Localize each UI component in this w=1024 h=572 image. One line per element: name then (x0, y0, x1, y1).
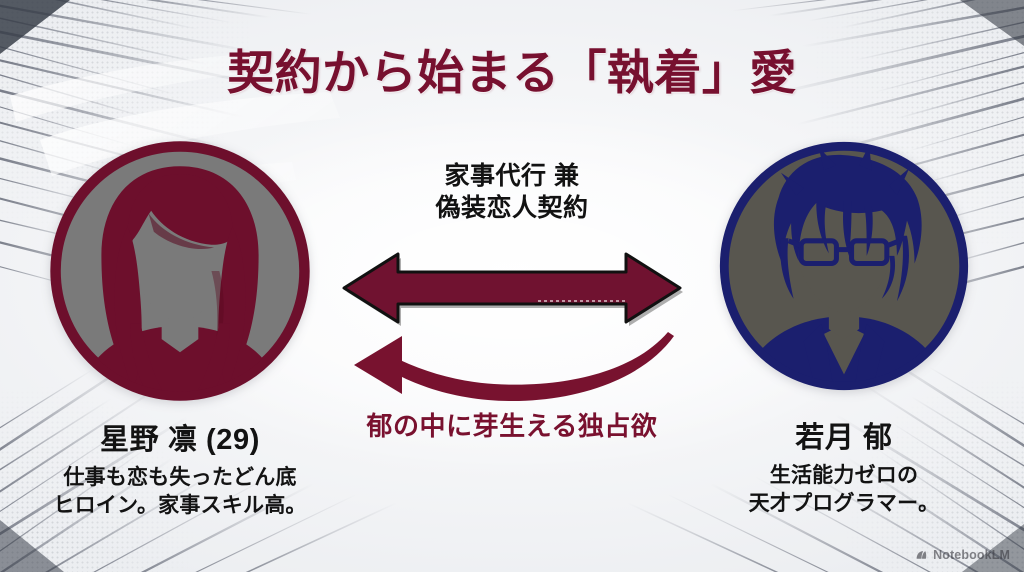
character-description-left: 仕事も恋も失ったどん底 ヒロイン。家事スキル高。 (20, 464, 340, 520)
character-description-right: 生活能力ゼロの 天才プログラマー。 (684, 462, 1004, 518)
character-name-left: 星野 凛 (29) (100, 424, 260, 456)
avatar-left (49, 140, 311, 402)
curved-arrow-left-icon (354, 332, 674, 402)
contract-label: 家事代行 兼 偽装恋人契約 (330, 160, 694, 224)
character-card-right: 若月 郁 生活能力ゼロの 天才プログラマー。 (684, 140, 1004, 518)
avatar-right (718, 140, 970, 392)
character-card-left: 星野 凛 (29) 仕事も恋も失ったどん底 ヒロイン。家事スキル高。 (20, 140, 340, 520)
character-description-left-line1: 仕事も恋も失ったどん底 (63, 466, 297, 489)
contract-label-line1: 家事代行 兼 (444, 162, 580, 190)
woman-silhouette-avatar-icon (50, 141, 310, 401)
notebooklm-logo-icon (916, 550, 927, 559)
character-description-right-line2: 天才プログラマー。 (748, 491, 940, 515)
character-name-right: 若月 郁 (795, 422, 893, 454)
page-title: 契約から始まる「執着」愛 (227, 46, 797, 99)
man-with-glasses-silhouette-avatar-icon (719, 141, 969, 391)
notebooklm-watermark-label: NotebookLM (933, 548, 1010, 562)
character-description-right-line1: 生活能力ゼロの (769, 464, 919, 487)
relation-group: 家事代行 兼 偽装恋人契約 郁の中に芽生える独占欲 (330, 160, 694, 460)
notebooklm-watermark: NotebookLM (915, 548, 1010, 562)
double-headed-arrow-icon (342, 252, 683, 326)
contract-label-line2: 偽装恋人契約 (435, 194, 589, 222)
character-description-left-line2: ヒロイン。家事スキル高。 (53, 493, 307, 517)
possession-label: 郁の中に芽生える独占欲 (366, 411, 658, 441)
